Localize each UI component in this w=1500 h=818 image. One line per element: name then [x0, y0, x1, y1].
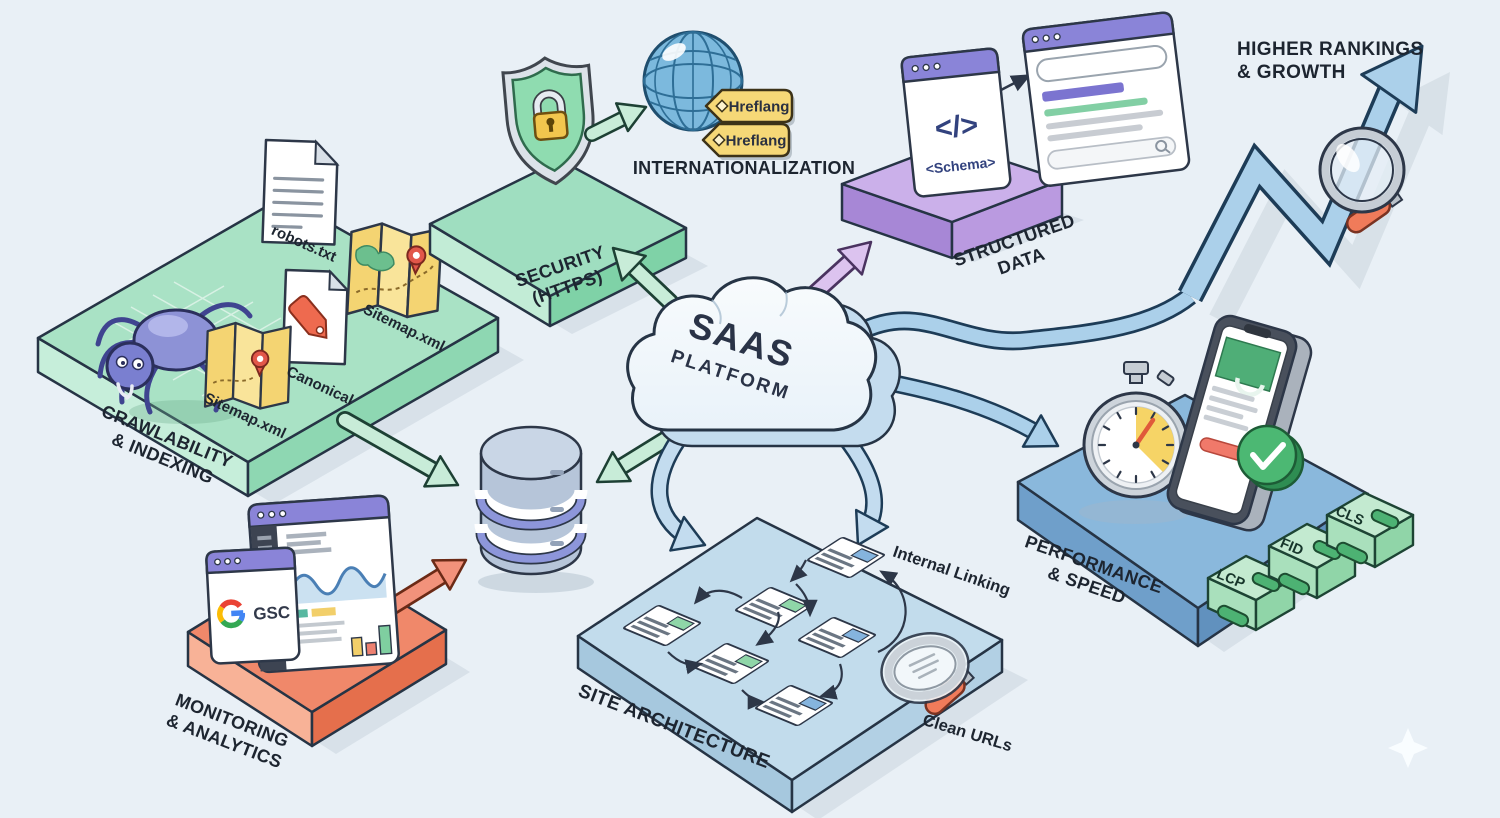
- shield-lock-icon: [501, 56, 595, 186]
- security-platform: [428, 158, 688, 328]
- sitemap-map-left-icon: [203, 321, 292, 410]
- arrow-schema-to-serp: [1000, 74, 1032, 92]
- database-icon: [474, 425, 588, 576]
- hreflang-tag-2: Hreflang: [701, 122, 792, 160]
- database-shadow: [478, 571, 594, 593]
- gsc-label: GSC: [253, 603, 291, 624]
- schema-tag-label: <Schema>: [925, 154, 996, 177]
- page-card-blue-2: [807, 537, 886, 579]
- robots-doc-icon: [261, 138, 340, 246]
- growth-pipe: [855, 288, 1196, 351]
- internationalization-label: INTERNATIONALIZATION: [633, 158, 855, 178]
- rankings-label: HIGHER RANKINGS & GROWTH: [1237, 39, 1424, 83]
- schema-code-window: </> <Schema>: [900, 47, 1012, 198]
- page-card-green-4: [691, 643, 770, 685]
- gsc-browser-window: GSC: [205, 546, 301, 665]
- arrow-cloud-to-sitearch-right: [835, 427, 890, 547]
- arrow-cloud-to-structured-data: [805, 240, 873, 303]
- arrow-cloud-to-security: [611, 246, 679, 311]
- arrow-crawl-to-database: [336, 411, 460, 488]
- hreflang-tag-1: Hreflang: [704, 88, 795, 126]
- canonical-doc-icon: [281, 268, 350, 366]
- page-card-green-3: [623, 605, 702, 647]
- svg-text:& GROWTH: & GROWTH: [1237, 62, 1346, 83]
- serp-browser-window: [1021, 11, 1191, 187]
- phone-icon: [1166, 314, 1313, 532]
- phone-notch: [1243, 323, 1272, 339]
- sparkle-icon: [1388, 728, 1428, 768]
- google-logo-icon: [217, 599, 246, 629]
- svg-text:HIGHER RANKINGS: HIGHER RANKINGS: [1237, 39, 1424, 60]
- code-glyph: </>: [933, 108, 980, 145]
- arrow-cloud-to-sitearch-left: [650, 431, 707, 552]
- arrow-security-to-globe: [584, 102, 648, 142]
- page-card-blue-5: [798, 617, 877, 659]
- magnifier-rankings-icon: [1318, 126, 1406, 234]
- internal-linking-connectors: [667, 559, 907, 710]
- canonical-tag-icon: [288, 295, 328, 340]
- hreflang-tag-2-label: Hreflang: [726, 133, 787, 150]
- page-card-blue-6: [755, 685, 834, 727]
- saas-cloud: [626, 276, 901, 448]
- magnifier-clean-urls-icon: [880, 632, 976, 716]
- page-card-green-1: [735, 587, 814, 629]
- sitemap-map-right-icon: [345, 222, 444, 319]
- hreflang-tag-1-label: Hreflang: [729, 99, 790, 116]
- metric-block-cls: CLS: [1325, 491, 1415, 569]
- search-icon: [1155, 139, 1171, 154]
- check-badge-icon: [1236, 424, 1305, 492]
